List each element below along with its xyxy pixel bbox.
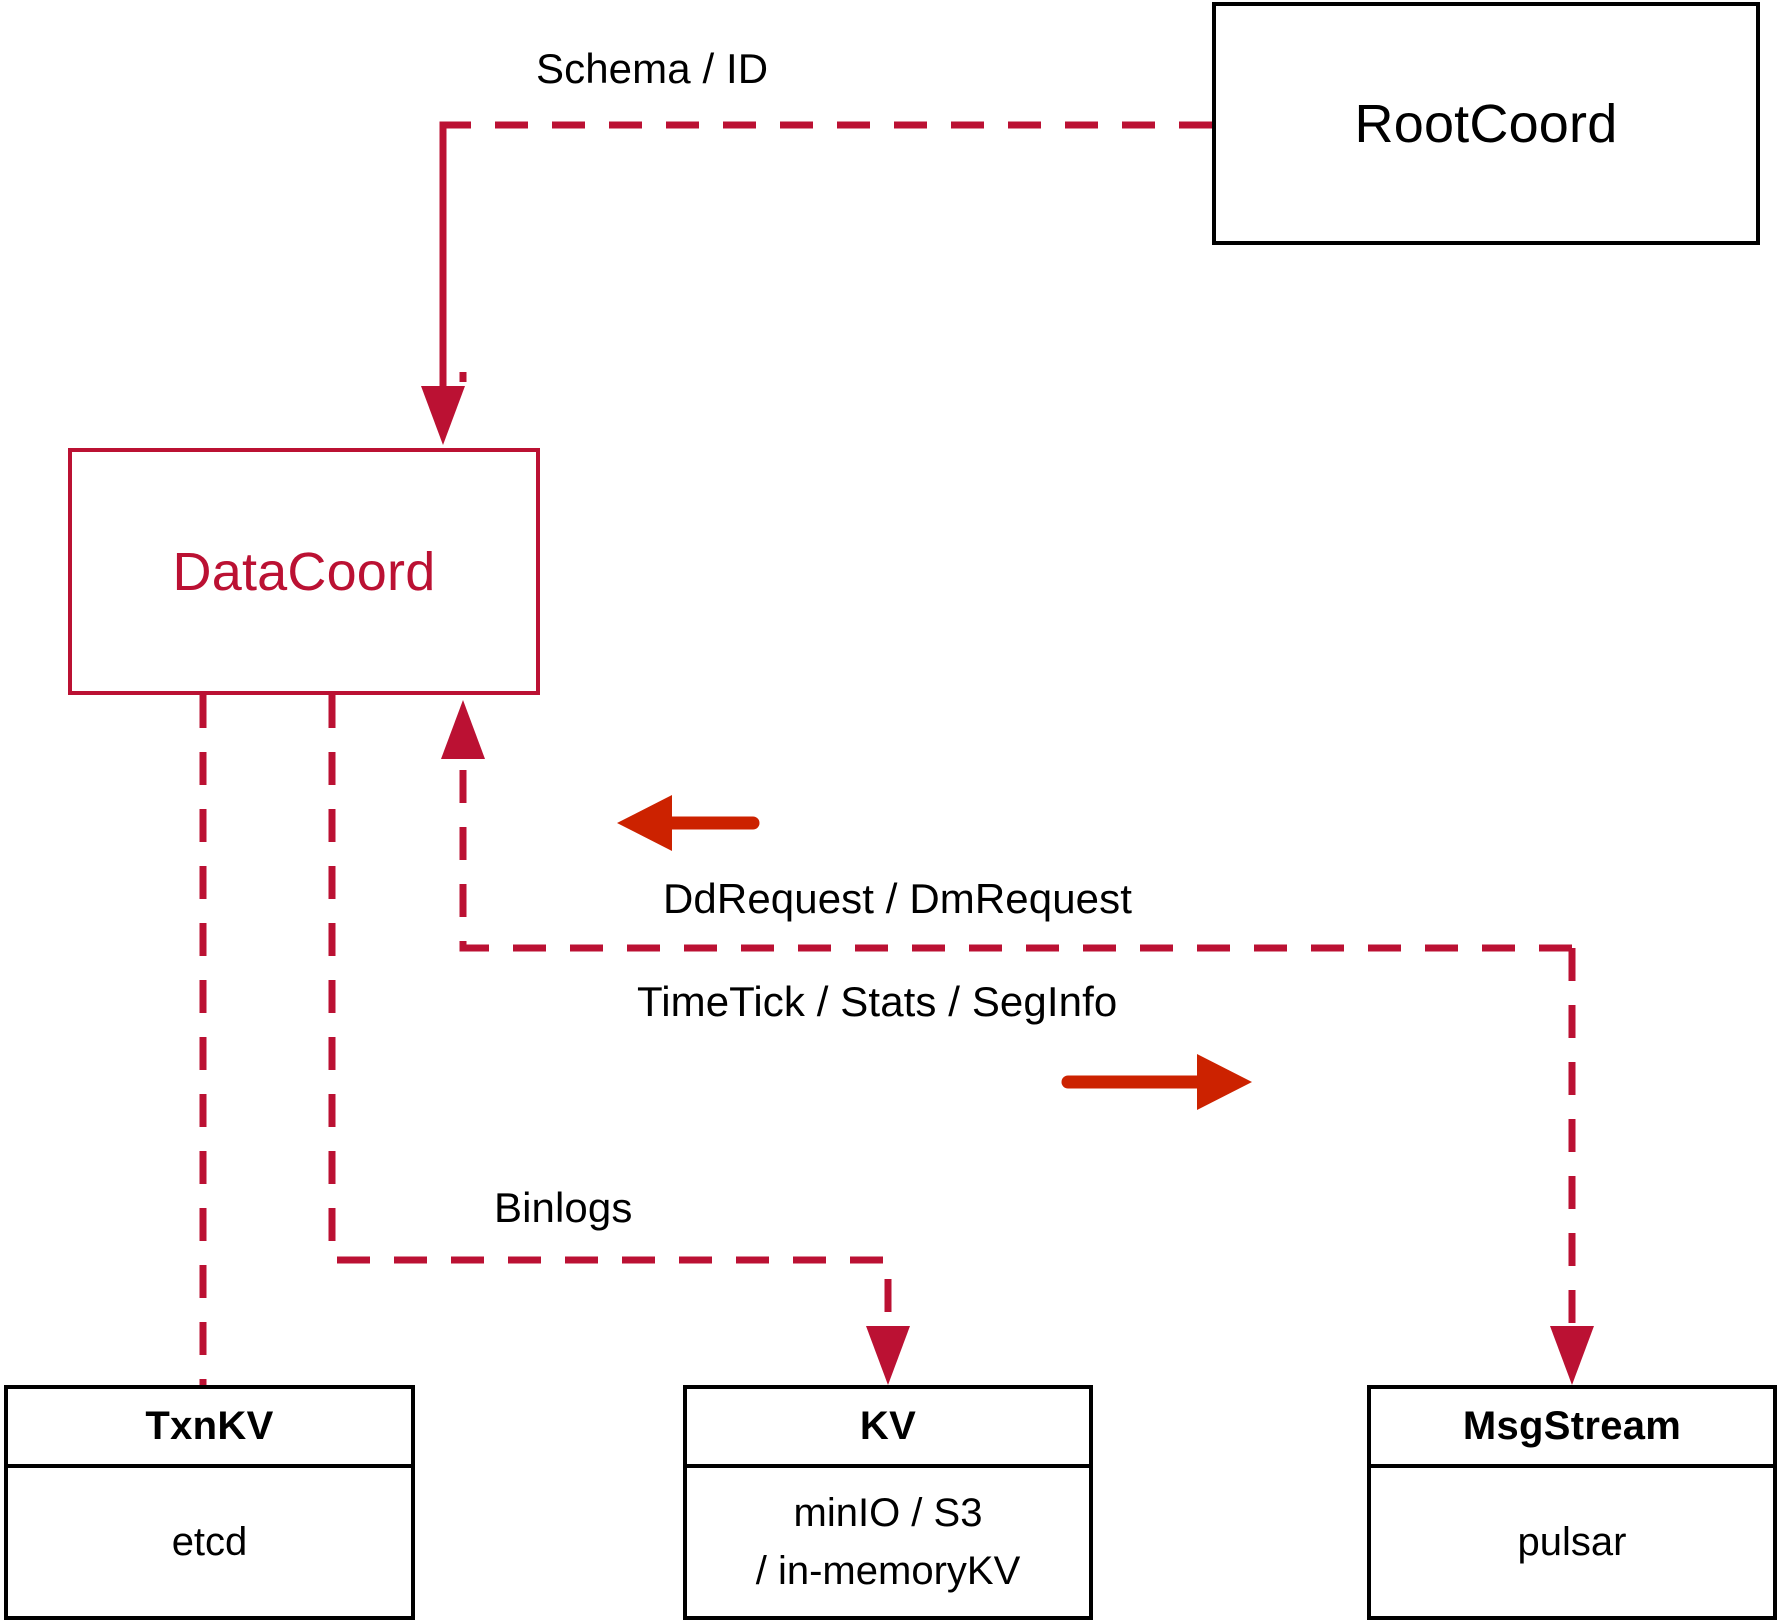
node-txnkv[interactable]: TxnKV etcd [4, 1385, 415, 1620]
edge-rootcoord-to-datacoord [421, 121, 1212, 445]
edge-label-binlogs: Binlogs [494, 1184, 633, 1231]
node-kv-body-line-2: / in-memoryKV [755, 1549, 1021, 1593]
edge-label-schema-id: Schema / ID [536, 45, 769, 92]
node-kv-title: KV [859, 1404, 917, 1448]
edge-msgstream-to-datacoord [441, 700, 1572, 952]
node-txnkv-body-line-1: etcd [171, 1520, 248, 1564]
node-rootcoord-title: RootCoord [1354, 93, 1618, 154]
node-kv[interactable]: KV minIO / S3 / in-memoryKV [683, 1385, 1093, 1620]
edge-datacoord-to-msgstream [1550, 948, 1594, 1385]
node-msgstream-body-line-1: pulsar [1517, 1520, 1627, 1564]
arrowhead-into-msgstream-top [1550, 1326, 1594, 1385]
node-kv-body: minIO / S3 / in-memoryKV [687, 1468, 1089, 1616]
arrowhead-into-datacoord-bottom [441, 700, 485, 759]
node-txnkv-title: TxnKV [145, 1404, 274, 1448]
node-msgstream-body: pulsar [1371, 1468, 1773, 1616]
node-datacoord-title: DataCoord [172, 541, 436, 602]
inbound-flow-arrowhead [617, 795, 672, 851]
edge-label-ddrequest-dmrequest: DdRequest / DmRequest [663, 875, 1132, 922]
edge-label-timetick-stats-seginfo: TimeTick / Stats / SegInfo [637, 978, 1118, 1025]
node-msgstream-header: MsgStream [1371, 1389, 1773, 1468]
node-kv-body-line-1: minIO / S3 [793, 1491, 983, 1535]
outbound-flow-arrowhead [1197, 1054, 1252, 1110]
inbound-flow-arrow [617, 795, 760, 851]
node-msgstream[interactable]: MsgStream pulsar [1367, 1385, 1777, 1620]
edge-datacoord-to-kv [328, 695, 910, 1385]
node-datacoord[interactable]: DataCoord [68, 448, 540, 695]
arrowhead-into-datacoord-top [421, 386, 465, 445]
arrowhead-into-kv-top [866, 1326, 910, 1385]
node-kv-header: KV [687, 1389, 1089, 1468]
node-msgstream-title: MsgStream [1462, 1404, 1682, 1448]
node-txnkv-header: TxnKV [8, 1389, 411, 1468]
outbound-flow-arrow [1061, 1054, 1252, 1110]
node-txnkv-body: etcd [8, 1468, 411, 1616]
node-rootcoord[interactable]: RootCoord [1212, 2, 1760, 245]
